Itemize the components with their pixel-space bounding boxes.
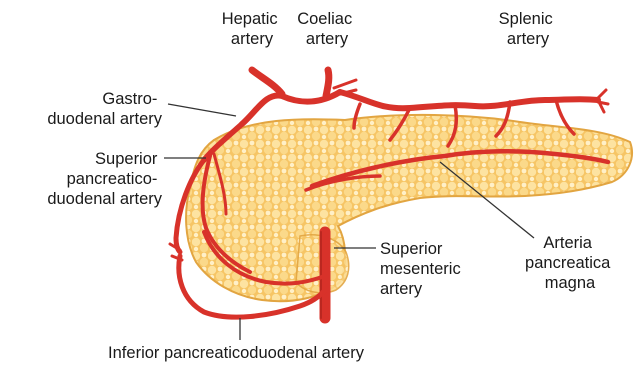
leader-gastroduodenal [168,104,236,116]
label-splenic-artery: Splenic artery [499,10,558,48]
coeliac-artery [326,70,329,96]
label-superior-mesenteric-artery: Superior mesenteric artery [380,240,465,298]
label-hepatic-artery: Hepatic artery [222,10,283,48]
label-gastroduodenal-artery: Gastro- duodenal artery [47,90,162,128]
label-arteria-pancreatica-magna: Arteria pancreatica magna [525,234,615,292]
label-coeliac-artery: Coeliac artery [297,10,357,48]
hepatic-artery [252,70,282,94]
label-inferior-pancreaticoduodenal-artery: Inferior pancreaticoduodenal artery [108,344,365,362]
label-superior-pancreaticoduodenal-artery: Superior pancreatico- duodenal artery [47,150,162,208]
